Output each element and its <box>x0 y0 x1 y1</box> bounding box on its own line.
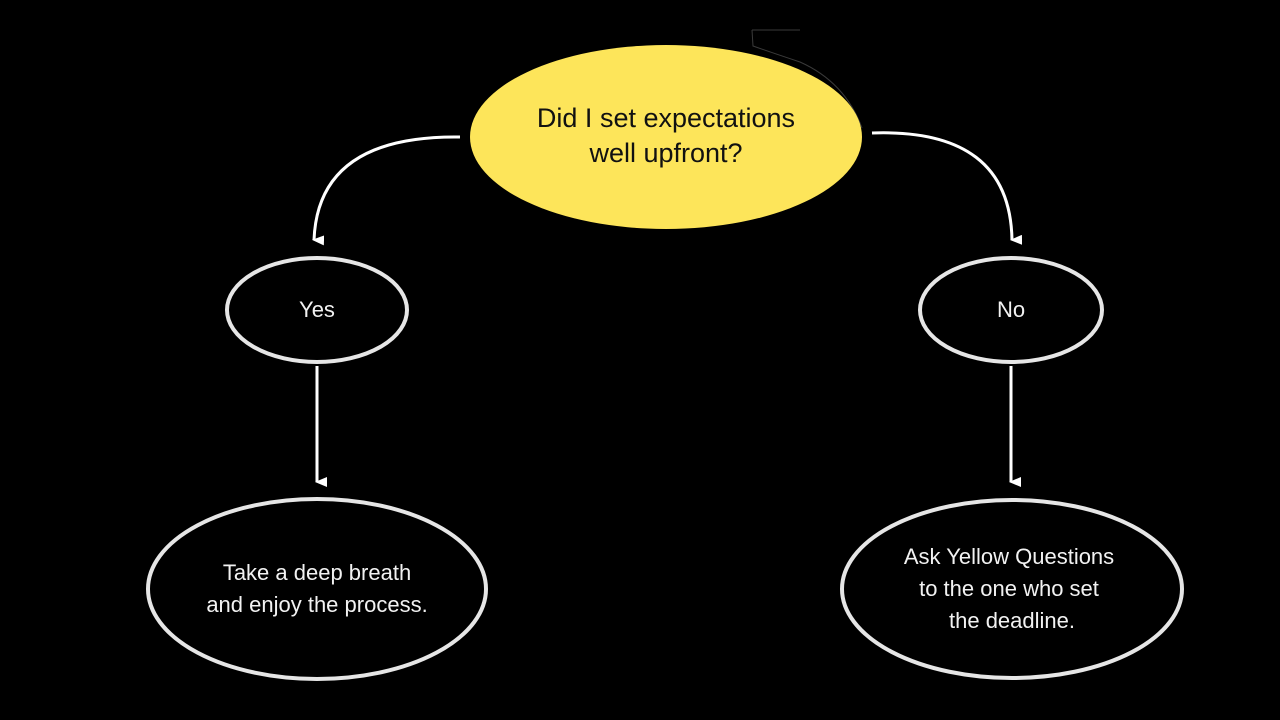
artifact-outline <box>751 29 863 129</box>
edge-question-to-no <box>871 131 1023 245</box>
no-ellipse <box>918 256 1104 364</box>
yes-ellipse <box>225 256 409 364</box>
yes-label: Yes <box>299 297 335 322</box>
question-node: Did I set expectations well upfront? <box>470 45 862 229</box>
yes-result-line-2: and enjoy the process. <box>206 592 427 617</box>
question-line-1: Did I set expectations <box>537 103 795 133</box>
question-line-2: well upfront? <box>588 138 742 168</box>
question-ellipse <box>470 45 862 229</box>
edge-question-to-yes <box>312 135 461 246</box>
no-result-ellipse <box>840 498 1184 680</box>
yes-result-ellipse <box>146 497 488 681</box>
no-result-line-1: Ask Yellow Questions <box>904 544 1114 569</box>
yes-result-line-1: Take a deep breath <box>223 560 411 585</box>
no-label: No <box>997 297 1025 322</box>
yes-node: Yes <box>225 256 409 364</box>
no-node: No <box>918 256 1104 364</box>
no-result-line-3: the deadline. <box>949 608 1075 633</box>
no-result-line-2: to the one who set <box>919 576 1099 601</box>
no-result-node: Ask Yellow Questions to the one who set … <box>840 498 1184 680</box>
yes-result-node: Take a deep breath and enjoy the process… <box>146 497 488 681</box>
